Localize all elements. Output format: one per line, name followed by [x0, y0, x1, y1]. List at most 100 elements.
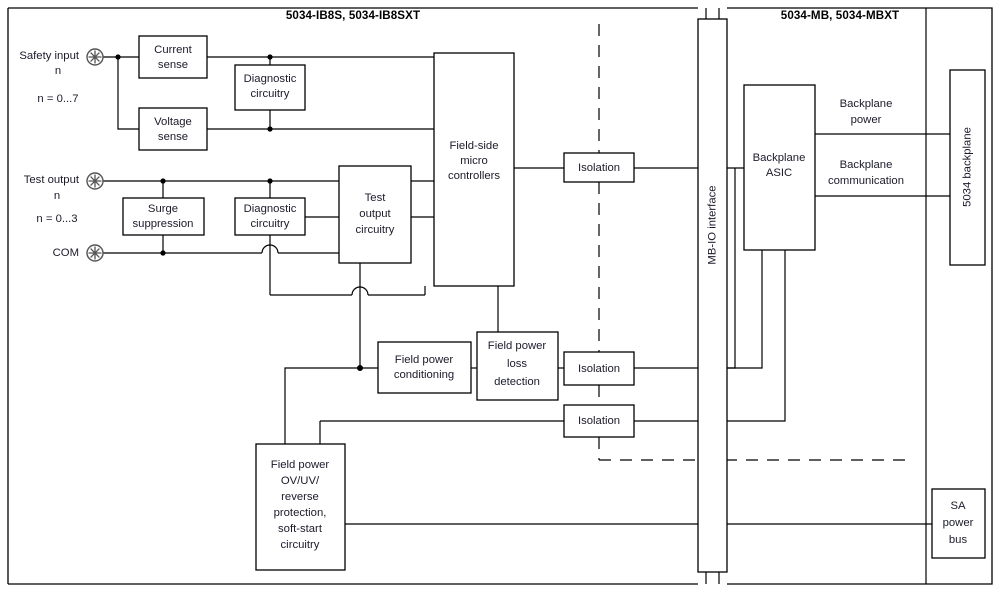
- field-side-micro-line-2: micro: [460, 155, 488, 167]
- terminal-com: COM: [53, 244, 104, 262]
- block-mb-io-interface: MB-IO interface: [697, 18, 728, 573]
- diagnostic-circuitry-test-line-2: circuitry: [251, 218, 290, 230]
- wire-safety-input-branch: [117, 57, 139, 130]
- safety-input-label-line-2: n: [55, 65, 61, 77]
- mb-module-frame: [727, 7, 993, 585]
- isolation-1-label: Isolation: [578, 162, 620, 174]
- terminal-cross-safety-input: [88, 50, 102, 64]
- backplane-asic-line-2: ASIC: [766, 167, 792, 179]
- isolation-3-box: [563, 404, 635, 438]
- field-power-conditioning-box: [377, 341, 472, 394]
- block-isolation-3: Isolation: [563, 404, 635, 438]
- sa-power-bus-line-2: power: [943, 517, 974, 529]
- block-sa-power-bus: SA power bus: [931, 488, 986, 559]
- field-side-micro-line-1: Field-side: [450, 140, 499, 152]
- title-mb-module: 5034-MB, 5034-MBXT: [781, 9, 899, 22]
- backplane-power-line-1: Backplane: [840, 98, 893, 110]
- block-diagnostic-circuitry-input: Diagnostic circuitry: [234, 64, 306, 111]
- field-side-micro-controllers-box: [433, 52, 515, 287]
- diagnostic-circuitry-test-box: [234, 197, 306, 236]
- junction-dot-safety-input: [115, 54, 121, 60]
- mb-io-interface-box: [697, 18, 728, 573]
- voltage-sense-box: [138, 107, 208, 151]
- block-diagnostic-circuitry-test: Diagnostic circuitry: [234, 197, 306, 236]
- sa-power-bus-line-3: bus: [949, 534, 968, 546]
- block-field-power-loss-detection: Field power loss detection: [476, 331, 559, 401]
- voltage-sense-line-2: sense: [158, 131, 188, 143]
- backplane-communication-line-2: communication: [828, 175, 904, 187]
- diagnostic-circuitry-input-box: [234, 64, 306, 111]
- surge-suppression-box: [122, 197, 205, 236]
- current-sense-box: [138, 35, 208, 79]
- test-output-label-line-3: n = 0...3: [36, 213, 77, 225]
- field-power-conditioning-line-2: conditioning: [394, 369, 454, 381]
- wire-fpc-to-fpp: [284, 367, 360, 444]
- backplane-asic-line-1: Backplane: [753, 152, 806, 164]
- field-power-loss-line-2: loss: [507, 358, 527, 370]
- block-voltage-sense: Voltage sense: [138, 107, 208, 151]
- field-power-protection-line-6: circuitry: [281, 539, 320, 551]
- field-side-micro-line-3: controllers: [448, 170, 500, 182]
- block-isolation-2: Isolation: [563, 351, 635, 386]
- field-power-protection-line-5: soft-start: [278, 523, 323, 535]
- block-test-output-circuitry: Test output circuitry: [338, 165, 412, 264]
- block-field-side-micro-controllers: Field-side micro controllers: [433, 52, 515, 287]
- field-power-conditioning-line-1: Field power: [395, 354, 454, 366]
- junction-dot-voltage-sense: [267, 126, 273, 132]
- block-surge-suppression: Surge suppression: [122, 197, 205, 236]
- field-power-protection-line-2: OV/UV/: [281, 475, 320, 487]
- wire-asic-left-down: [727, 168, 736, 369]
- backplane-power-line-2: power: [851, 114, 882, 126]
- terminal-test-output: Test output n n = 0...3: [24, 172, 104, 225]
- backplane-5034-label: 5034 backplane: [961, 127, 973, 207]
- surge-suppression-line-1: Surge: [148, 203, 178, 215]
- isolation-2-box: [563, 351, 635, 386]
- test-output-circuitry-line-1: Test: [365, 192, 387, 204]
- voltage-sense-line-1: Voltage: [154, 116, 192, 128]
- mb-io-interface-label: MB-IO interface: [706, 185, 718, 264]
- backplane-asic-box: [743, 84, 816, 251]
- diagnostic-circuitry-input-line-2: circuitry: [251, 88, 290, 100]
- com-label: COM: [53, 247, 79, 259]
- test-output-label-line-1: Test output: [24, 174, 80, 186]
- field-power-protection-line-4: protection,: [274, 507, 327, 519]
- field-power-loss-line-3: detection: [494, 376, 540, 388]
- isolation-2-label: Isolation: [578, 363, 620, 375]
- terminal-cross-test-output: [88, 174, 102, 188]
- test-output-circuitry-line-2: output: [359, 208, 391, 220]
- block-field-power-conditioning: Field power conditioning: [377, 341, 472, 394]
- isolation-1-box: [563, 152, 635, 183]
- field-power-protection-box: [255, 443, 346, 571]
- test-output-circuitry-line-3: circuitry: [356, 224, 395, 236]
- backplane-5034-box: [949, 69, 986, 266]
- block-5034-backplane: 5034 backplane: [949, 69, 986, 266]
- block-current-sense: Current sense: [138, 35, 208, 79]
- isolation-3-label: Isolation: [578, 415, 620, 427]
- wire-asic-bottom-stub-1: [727, 250, 763, 369]
- junction-dot-current-sense: [267, 54, 273, 60]
- safety-input-label-line-3: n = 0...7: [37, 93, 78, 105]
- sa-power-bus-box: [931, 488, 986, 559]
- title-io-module: 5034-IB8S, 5034-IB8SXT: [286, 9, 420, 22]
- diagnostic-circuitry-input-line-1: Diagnostic: [244, 73, 297, 85]
- field-power-loss-detection-box: [476, 331, 559, 401]
- terminal-cross-com: [88, 246, 102, 260]
- backplane-communication-line-1: Backplane: [840, 159, 893, 171]
- block-backplane-asic: Backplane ASIC: [743, 84, 816, 251]
- field-power-loss-line-1: Field power: [488, 340, 547, 352]
- label-backplane-communication: Backplane communication: [828, 159, 904, 187]
- surge-suppression-line-2: suppression: [133, 218, 194, 230]
- current-sense-line-2: sense: [158, 59, 188, 71]
- test-output-label-line-2: n: [54, 190, 60, 202]
- block-isolation-1: Isolation: [563, 152, 635, 183]
- wire-asic-bottom-stub-2: [727, 250, 786, 422]
- diagnostic-circuitry-test-line-1: Diagnostic: [244, 203, 297, 215]
- sa-power-bus-line-1: SA: [950, 500, 966, 512]
- safety-input-label-line-1: Safety input: [19, 50, 80, 62]
- field-power-protection-line-3: reverse: [281, 491, 319, 503]
- test-output-circuitry-box: [338, 165, 412, 264]
- current-sense-line-1: Current: [154, 44, 193, 56]
- terminal-safety-input: Safety input n n = 0...7: [19, 48, 104, 105]
